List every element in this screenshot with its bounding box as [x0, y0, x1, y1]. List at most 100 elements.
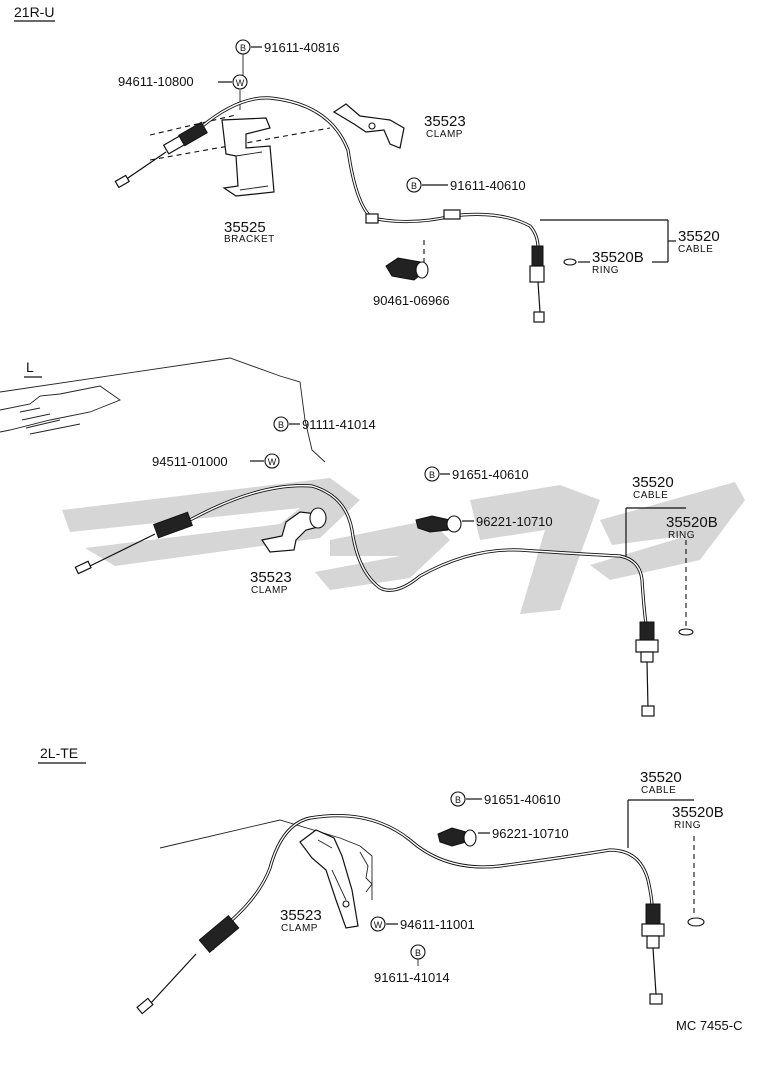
- bolt-callout-91611-40816: B 91611-40816: [235, 39, 340, 84]
- clamp-35523: 35523 CLAMP: [332, 103, 466, 149]
- cable-housing-inner: [189, 484, 647, 625]
- ring-35520b-bot: 35520B RING: [672, 804, 724, 927]
- bolt-callout-91611-40610: B 91611-40610: [406, 177, 526, 193]
- cable-end-sleeve: [640, 651, 654, 663]
- inner-wire: [124, 151, 167, 181]
- wire-end-fitting: [649, 993, 663, 1005]
- inner-wire: [537, 281, 541, 313]
- part-number: 35520: [678, 228, 720, 245]
- part-number: 91611-40816: [264, 40, 340, 55]
- bolt-callout-91651-40610-bot: B 91651-40610: [450, 791, 561, 807]
- section-l: L B 91111-41014 94511-01000 W: [0, 357, 718, 717]
- washer-symbol-icon: [370, 916, 386, 932]
- bolt-callout-91611-41014: B 91611-41014: [374, 944, 450, 985]
- section-21r-u: 21R-U B 91611-40816 94611-10800 W: [14, 4, 720, 323]
- grommet-end: [415, 261, 429, 279]
- washer-symbol-icon: [264, 453, 280, 469]
- part-number: 35523: [280, 907, 322, 924]
- inner-wire: [652, 947, 657, 995]
- body-outline: [0, 357, 326, 463]
- part-number: 91651-40610: [452, 467, 529, 482]
- part-label: CLAMP: [426, 129, 463, 140]
- cable-end-adjuster: [645, 903, 661, 925]
- washer-callout-94611-10800: 94611-10800 W: [118, 74, 248, 110]
- ring-35520b-top: 35520B RING: [563, 249, 668, 276]
- part-label: RING: [668, 530, 695, 541]
- washer-symbol-label: W: [236, 78, 245, 88]
- pedal-detail: [19, 407, 81, 435]
- part-label: CLAMP: [281, 923, 318, 934]
- clamp-35523-mid: 35523 CLAMP: [250, 507, 327, 596]
- part-number: 35520: [632, 474, 674, 491]
- wire-end-fitting: [533, 311, 545, 323]
- grommet-96221-10710-mid: 96221-10710: [415, 514, 553, 533]
- grommet-end: [446, 515, 462, 533]
- grommet-90461-06966: 90461-06966: [373, 257, 450, 308]
- part-number: 90461-06966: [373, 293, 450, 308]
- part-number: 94511-01000: [152, 454, 228, 469]
- part-number: 35520: [640, 769, 682, 786]
- pedal-outline: [0, 385, 121, 433]
- washer-symbol-label: W: [374, 920, 383, 930]
- bracket-35525: 35525 BRACKET: [221, 117, 275, 245]
- cable-sleeve: [365, 213, 379, 224]
- reference-dash: [149, 114, 237, 136]
- part-number: 91651-40610: [484, 792, 561, 807]
- grommet-96221-10710-bot: 96221-10710: [437, 826, 569, 847]
- cable-assembly-l: [74, 484, 659, 717]
- inner-wire: [89, 533, 156, 567]
- section-2l-te: 2L-TE 35520 CABLE 35520B RING B 91651-40…: [38, 745, 742, 1033]
- watermark-logo: [62, 478, 745, 614]
- clamp-35523-bot: 35523 CLAMP: [280, 829, 359, 934]
- cable-end-nut: [529, 265, 545, 283]
- clamp-detail: [317, 839, 347, 901]
- washer-callout-94511-01000: 94511-01000 W: [152, 453, 280, 469]
- bolt-symbol-label: B: [415, 948, 421, 958]
- clamp-hole: [342, 900, 350, 908]
- ring-shape: [563, 258, 577, 266]
- grommet-shape: [437, 827, 467, 847]
- part-number: 91111-41014: [302, 417, 376, 432]
- section-title-21r-u: 21R-U: [14, 4, 54, 20]
- bolt-symbol-label: B: [240, 43, 246, 53]
- grommet-end: [463, 829, 477, 847]
- cable-adjuster: [198, 914, 240, 954]
- section-title-2l-te: 2L-TE: [40, 745, 78, 761]
- bolt-symbol-label: B: [278, 420, 284, 430]
- part-number: 35520B: [592, 249, 644, 266]
- part-number: 96221-10710: [476, 514, 553, 529]
- wire-end-fitting: [136, 997, 154, 1015]
- part-number: 35523: [250, 569, 292, 586]
- part-label: CABLE: [641, 785, 676, 796]
- cable-end-nut: [635, 639, 659, 653]
- cable-end-adjuster: [639, 621, 655, 641]
- part-label: CABLE: [633, 490, 668, 501]
- grommet-shape: [415, 515, 451, 533]
- wire-end-fitting: [114, 174, 131, 189]
- wire-end-fitting: [74, 560, 92, 575]
- cable-housing-inner: [219, 814, 653, 931]
- bolt-symbol-label: B: [411, 181, 417, 191]
- cable-callout-35520-mid: 35520 CABLE: [625, 474, 687, 628]
- ring-35520b-mid: 35520B RING: [666, 514, 718, 636]
- part-number: 35525: [224, 219, 266, 236]
- cable-callout-35520-top: 35520 CABLE: [540, 219, 720, 262]
- washer-symbol-icon: [232, 74, 248, 90]
- cable-callout-35520-bot: 35520 CABLE: [627, 769, 695, 916]
- diagram-code: MC 7455-C: [676, 1018, 742, 1033]
- bolt-callout-91111-41014: B 91111-41014: [273, 416, 376, 432]
- washer-callout-94611-11001: W 94611-11001: [370, 916, 475, 932]
- part-number: 35523: [424, 113, 466, 130]
- part-number: 35520B: [672, 804, 724, 821]
- bolt-symbol-icon: [450, 791, 466, 807]
- cable-assembly-2l-te: [136, 814, 665, 1015]
- bolt-symbol-icon: [273, 416, 289, 432]
- part-label: CLAMP: [251, 585, 288, 596]
- adjuster-thread: [161, 517, 183, 537]
- body-outline: [159, 819, 373, 900]
- cable-nut: [162, 135, 186, 155]
- bolt-callout-91651-40610-mid: B 91651-40610: [424, 466, 529, 482]
- bolt-symbol-label: B: [455, 795, 461, 805]
